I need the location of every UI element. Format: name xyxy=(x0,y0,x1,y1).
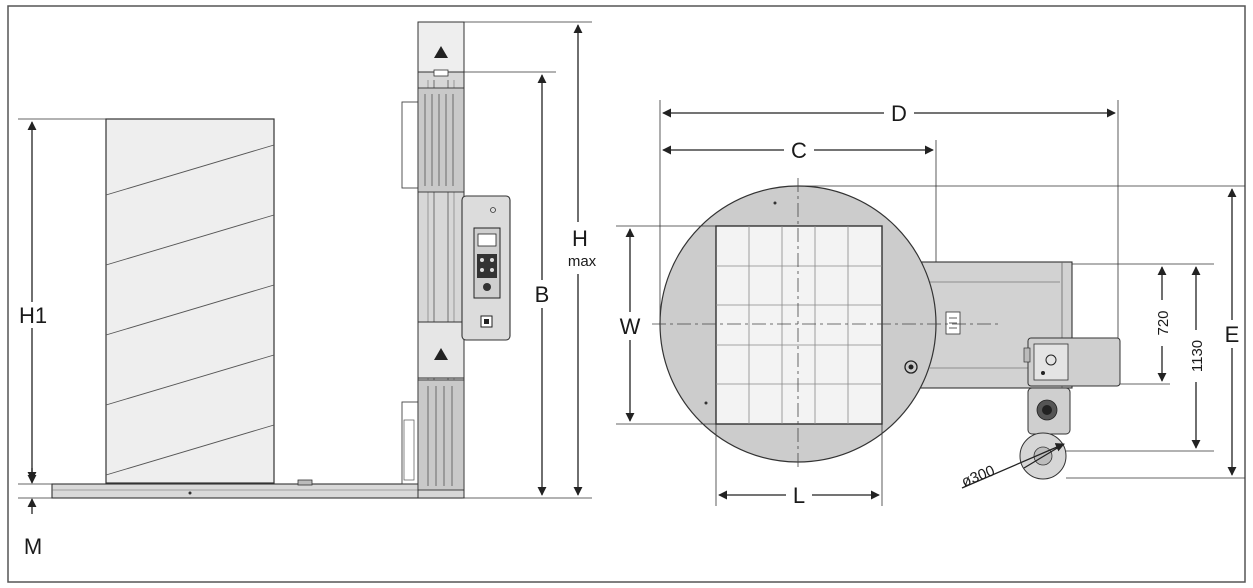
label-d: D xyxy=(891,101,907,126)
label-l: L xyxy=(793,483,805,508)
label-300: ø300 xyxy=(959,462,997,491)
label-1130: 1130 xyxy=(1189,340,1206,372)
dimension-e: E xyxy=(1220,188,1244,476)
dimension-b: B xyxy=(530,74,554,496)
label-e: E xyxy=(1225,322,1240,347)
label-720: 720 xyxy=(1155,310,1172,335)
dimension-l: L xyxy=(718,483,880,509)
label-h: H xyxy=(572,226,588,251)
dimension-720: 720 xyxy=(1151,266,1173,382)
diagram-frame xyxy=(7,5,1246,583)
dimension-d: D xyxy=(662,101,1116,127)
drive-unit xyxy=(1023,337,1121,387)
label-b: B xyxy=(535,282,550,307)
label-max: max xyxy=(568,253,597,270)
pallet-top-grid xyxy=(715,225,883,425)
center-lines xyxy=(652,178,1000,470)
top-extension-lines xyxy=(616,100,1245,506)
dimension-h-max: H max xyxy=(562,24,600,496)
label-m: M xyxy=(24,534,42,559)
side-view xyxy=(51,21,511,499)
label-h1: H1 xyxy=(19,303,47,328)
side-extension-lines xyxy=(18,21,592,499)
dimension-m: M xyxy=(24,468,42,559)
control-panel xyxy=(461,195,511,341)
warning-icon xyxy=(434,46,448,58)
top-view xyxy=(652,178,1121,480)
dimension-c: C xyxy=(662,138,934,164)
warning-icon xyxy=(434,348,448,360)
mast-column xyxy=(401,21,465,499)
dimension-1130: 1130 xyxy=(1185,266,1207,449)
label-w: W xyxy=(620,314,641,339)
label-c: C xyxy=(791,138,807,163)
dimension-h1: H1 xyxy=(14,121,52,481)
pallet-load xyxy=(105,118,275,484)
dimension-w: W xyxy=(614,228,646,422)
